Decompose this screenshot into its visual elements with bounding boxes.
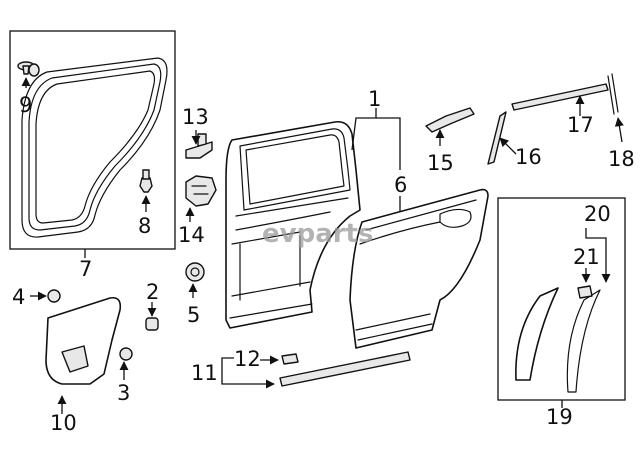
callout-3: 3 bbox=[117, 381, 130, 405]
hinge-14 bbox=[185, 175, 217, 207]
watermark: evparts bbox=[262, 219, 373, 249]
clip-8 bbox=[139, 169, 153, 193]
callout-4: 4 bbox=[12, 285, 25, 309]
callout-11: 11 bbox=[191, 361, 218, 385]
callout-5: 5 bbox=[187, 303, 200, 327]
rocker-moulding-11 bbox=[279, 351, 411, 387]
bracket-13 bbox=[185, 133, 213, 159]
callout-15: 15 bbox=[427, 151, 454, 175]
callout-16: 16 bbox=[515, 145, 542, 169]
wheel-flare bbox=[515, 287, 601, 393]
belt-moulding-17 bbox=[511, 83, 609, 111]
callout-14: 14 bbox=[178, 223, 205, 247]
callout-6: 6 bbox=[394, 173, 407, 197]
callout-8: 8 bbox=[138, 214, 151, 238]
clip-21 bbox=[577, 285, 593, 299]
callout-1: 1 bbox=[368, 87, 381, 111]
callout-21: 21 bbox=[573, 245, 600, 269]
clip-12 bbox=[281, 353, 299, 365]
callout-7: 7 bbox=[79, 257, 92, 281]
callout-13: 13 bbox=[182, 105, 209, 129]
callout-9: 9 bbox=[19, 93, 32, 117]
door-weatherstrip bbox=[21, 57, 168, 238]
channel-16 bbox=[487, 111, 507, 165]
callout-2: 2 bbox=[146, 280, 159, 304]
outer-door-skin bbox=[349, 188, 489, 349]
callout-10: 10 bbox=[50, 411, 77, 435]
plug-5 bbox=[185, 262, 205, 282]
weatherstrip-box bbox=[9, 30, 176, 250]
callout-18: 18 bbox=[608, 147, 635, 171]
callout-20: 20 bbox=[584, 202, 611, 226]
callout-19: 19 bbox=[546, 405, 573, 429]
grommet-4 bbox=[47, 289, 61, 303]
clip-9 bbox=[17, 61, 40, 77]
callout-17: 17 bbox=[567, 113, 594, 137]
nut-3 bbox=[119, 347, 133, 361]
service-cover-10 bbox=[45, 296, 122, 385]
bolt-2 bbox=[145, 317, 159, 331]
rear-door-panel bbox=[225, 120, 361, 329]
part-15 bbox=[425, 107, 475, 133]
callout-12: 12 bbox=[234, 347, 261, 371]
trim-18 bbox=[607, 73, 619, 115]
